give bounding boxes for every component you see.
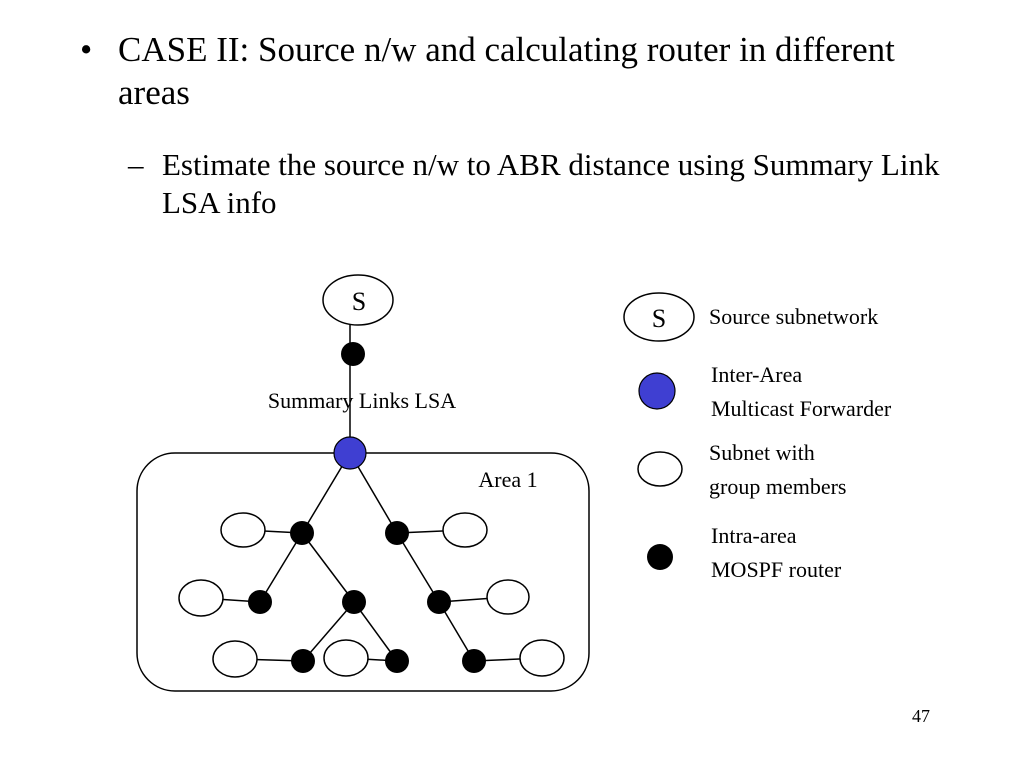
router-node bbox=[342, 590, 366, 614]
legend-subnet-line-2: group members bbox=[709, 474, 847, 499]
legend-source-symbol-label: S bbox=[652, 304, 666, 333]
router-node bbox=[385, 521, 409, 545]
legend-subnet-symbol bbox=[637, 451, 683, 487]
link-left-to-center bbox=[301, 532, 355, 603]
link-center-to-bl bbox=[302, 601, 355, 662]
legend-router-text: Intra-area MOSPF router bbox=[711, 519, 841, 587]
subnet-node bbox=[323, 639, 369, 677]
summary-links-label: Summary Links LSA bbox=[268, 388, 456, 413]
legend-forwarder-line-2: Multicast Forwarder bbox=[711, 396, 892, 421]
router-node bbox=[427, 590, 451, 614]
inter-area-forwarder-node bbox=[333, 436, 367, 470]
subnet-node bbox=[220, 512, 266, 548]
source-subnetwork-label: S bbox=[352, 287, 366, 316]
sub-bullet-marker: – bbox=[128, 147, 144, 182]
subnet-node bbox=[486, 579, 530, 615]
legend-source-label: Source subnetwork bbox=[709, 304, 879, 329]
legend-router-symbol bbox=[647, 544, 673, 570]
router-node bbox=[290, 521, 314, 545]
legend-router-line-1: Intra-area bbox=[711, 523, 797, 548]
bullet-text-estimate: Estimate the source n/w to ABR distance … bbox=[162, 147, 940, 220]
router-node bbox=[341, 342, 365, 366]
link-right-to-mr bbox=[396, 532, 440, 603]
subnets bbox=[178, 512, 565, 678]
router-node bbox=[462, 649, 486, 673]
legend-forwarder-symbol bbox=[638, 372, 676, 410]
area-label: Area 1 bbox=[478, 467, 537, 492]
legend-forwarder-line-1: Inter-Area bbox=[711, 362, 803, 387]
link-center-to-bc bbox=[353, 601, 398, 662]
legend-source-text: Source subnetwork bbox=[709, 300, 878, 334]
legend-router-line-2: MOSPF router bbox=[711, 557, 842, 582]
subnet-node bbox=[212, 640, 258, 678]
subnet-node bbox=[442, 512, 488, 548]
legend-subnet-line-1: Subnet with bbox=[709, 440, 815, 465]
subnet-node bbox=[178, 579, 224, 617]
link-left-to-ml bbox=[259, 532, 303, 603]
subnet-node bbox=[519, 639, 565, 677]
slide-number: 47 bbox=[912, 706, 930, 726]
router-node bbox=[291, 649, 315, 673]
routers bbox=[248, 342, 486, 673]
legend-source-symbol bbox=[623, 292, 695, 342]
legend-forwarder-text: Inter-Area Multicast Forwarder bbox=[711, 358, 891, 426]
router-node bbox=[385, 649, 409, 673]
source-subnetwork-node bbox=[322, 274, 394, 326]
bullet-text-case-ii: CASE II: Source n/w and calculating rout… bbox=[118, 30, 895, 112]
router-node bbox=[248, 590, 272, 614]
legend-subnet-text: Subnet with group members bbox=[709, 436, 846, 504]
bullet-marker: • bbox=[80, 30, 93, 69]
